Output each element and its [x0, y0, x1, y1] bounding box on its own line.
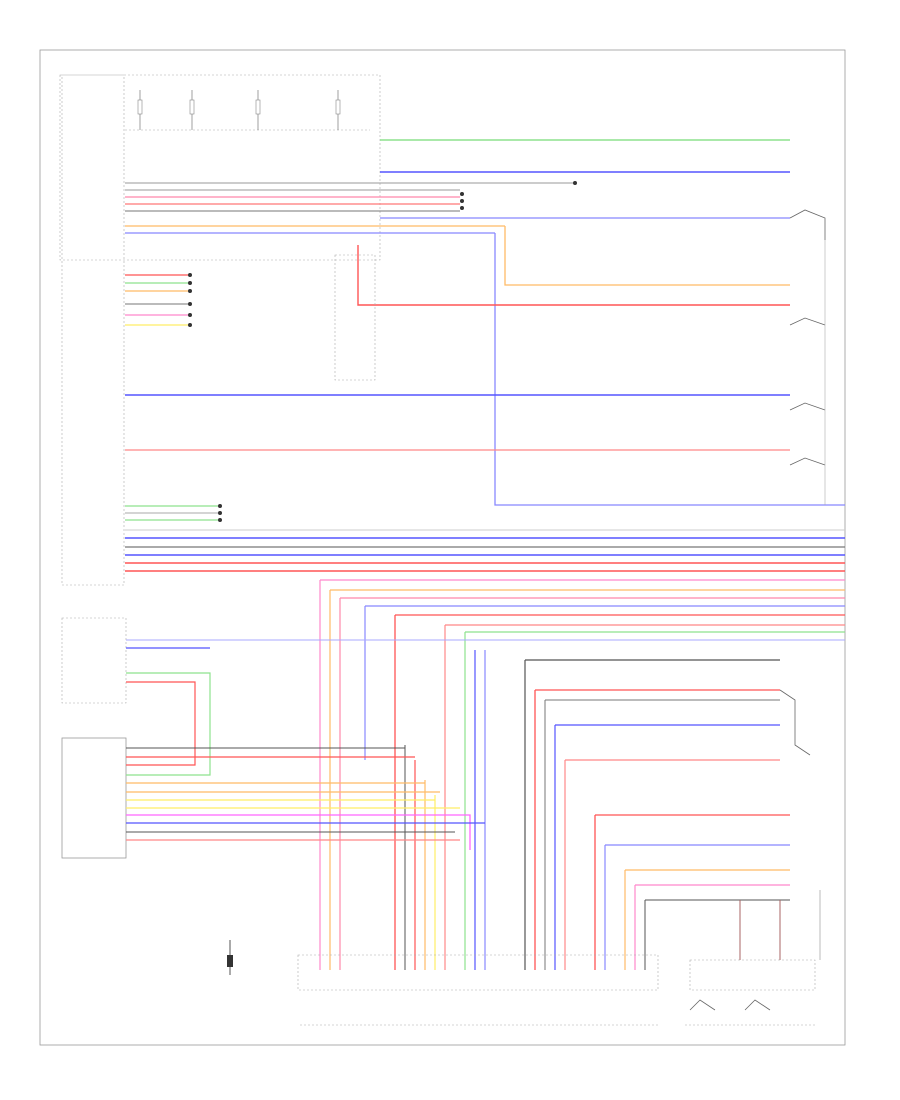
switch-icon	[789, 402, 826, 411]
switch-icon	[689, 999, 716, 1011]
switch-icon	[744, 999, 771, 1011]
switch-icon	[779, 689, 811, 756]
right-bottom-switch	[689, 890, 821, 1011]
fuse-group-top	[137, 90, 341, 130]
fuse-icon	[335, 99, 341, 115]
wire-red	[357, 245, 790, 306]
switch-icon	[789, 457, 826, 466]
switch-icon	[789, 317, 826, 326]
wires-middle	[125, 394, 845, 572]
bottom-connectors	[297, 954, 816, 1026]
power-window-switch	[61, 617, 127, 704]
body-control-module	[59, 74, 381, 586]
door-lock-module	[61, 737, 127, 859]
splice-icon	[188, 273, 192, 277]
door-switches	[789, 209, 826, 505]
junction-block	[334, 254, 376, 381]
wires-lower-right	[525, 659, 811, 901]
splice-icon	[460, 206, 464, 210]
connector-block-right	[689, 959, 816, 991]
switch-icon	[789, 209, 826, 240]
ground-symbol	[227, 940, 233, 975]
left-lower-modules	[61, 617, 845, 859]
wire-blue	[494, 233, 845, 506]
splice-icon	[218, 518, 222, 522]
wire-orange	[504, 226, 790, 286]
right-edge-stubs	[320, 579, 845, 633]
splice-icon	[218, 511, 222, 515]
splice-icon	[460, 199, 464, 203]
splice-icon	[573, 181, 577, 185]
fuse-icon	[255, 99, 261, 115]
splice-icon	[188, 281, 192, 285]
splice-icon	[188, 289, 192, 293]
fuse-icon	[189, 99, 195, 115]
splice-icon	[460, 192, 464, 196]
splice-icon	[188, 323, 192, 327]
splice-points	[188, 181, 577, 522]
fuse-icon	[137, 99, 143, 115]
splice-icon	[188, 313, 192, 317]
splice-icon	[218, 504, 222, 508]
vertical-drops	[319, 580, 646, 970]
ground-icon	[227, 955, 233, 967]
connector-block-main	[297, 954, 659, 991]
wires-upper	[125, 139, 845, 506]
cluster-stubs	[125, 274, 218, 521]
splice-icon	[188, 302, 192, 306]
